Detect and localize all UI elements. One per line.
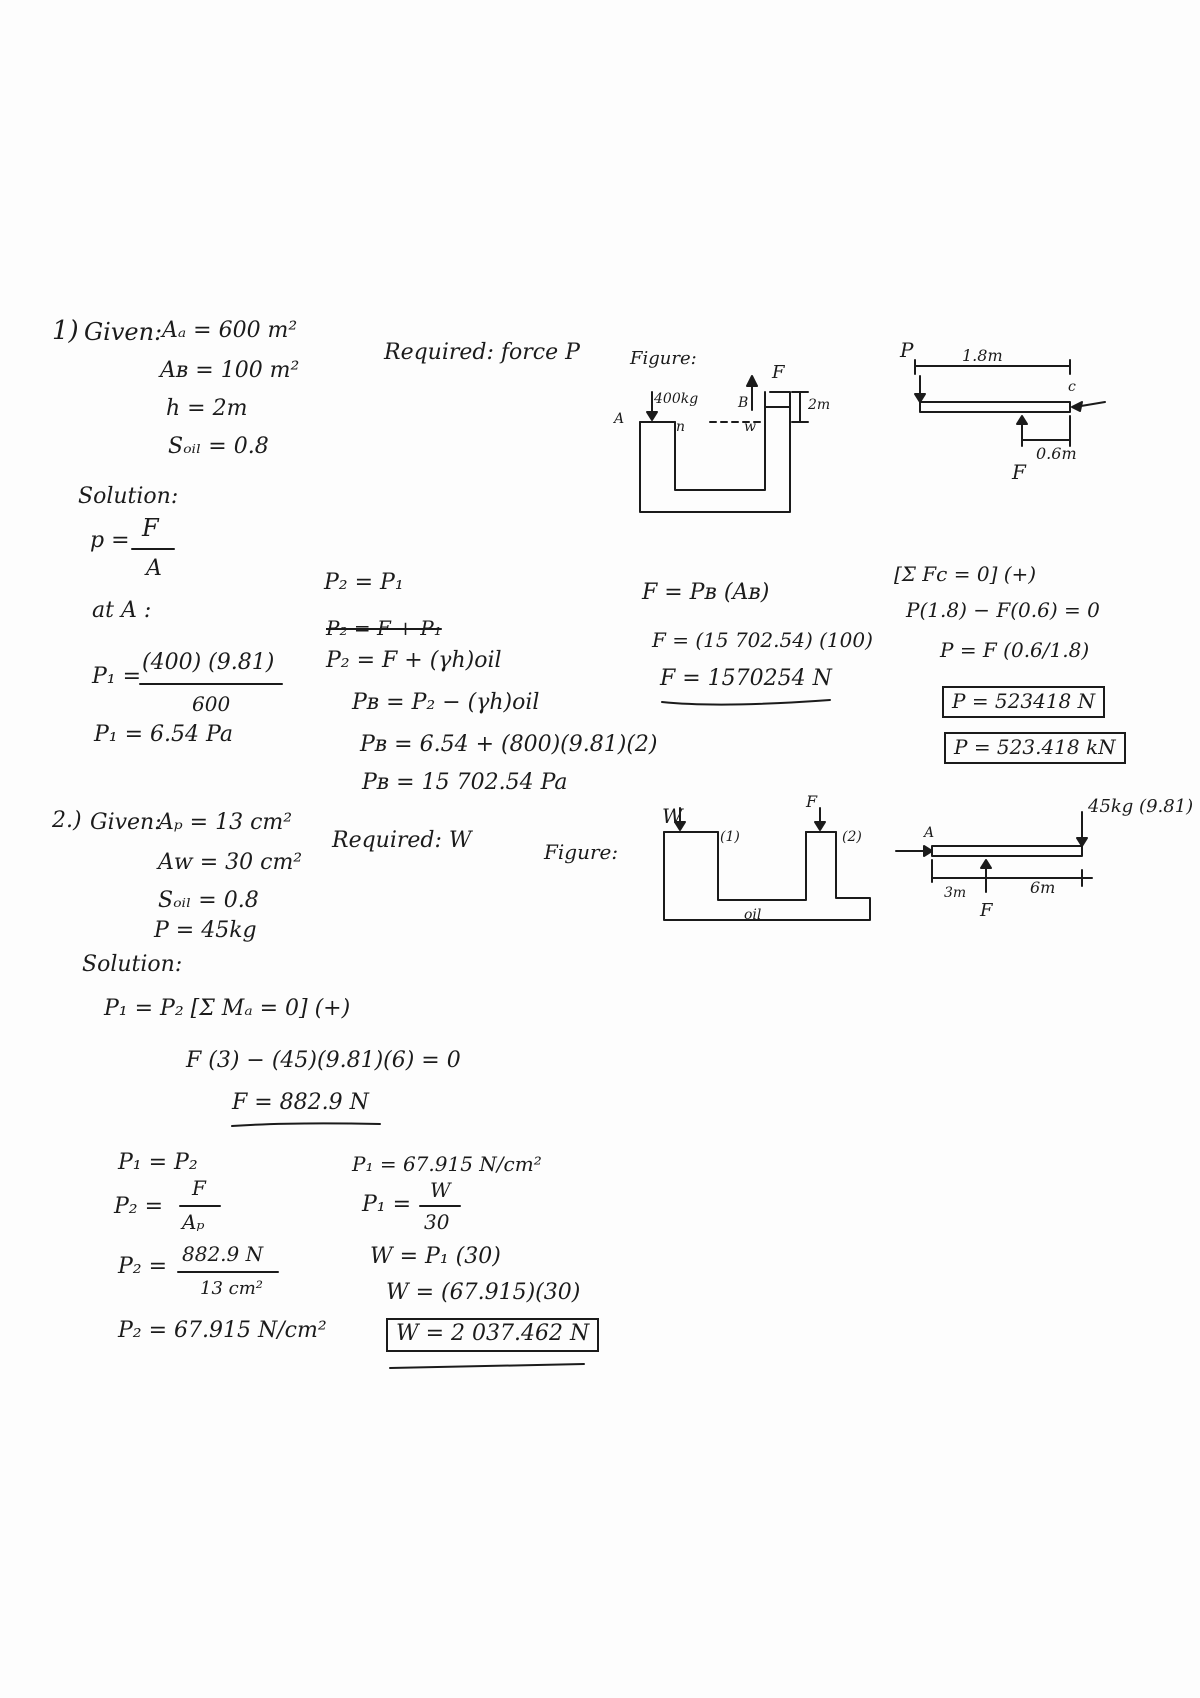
problem-1-p1-bar (139, 683, 283, 685)
problem-1-col3-line-2: F = (15 702.54) (100) (652, 628, 873, 652)
problem-1-u-tube-figure (639, 375, 809, 513)
problem-2-solution-line-2: F (3) − (45)(9.81)(6) = 0 (186, 1048, 461, 1073)
problem-1-figure-mark-n: n (676, 419, 686, 435)
problem-2-lever-3m: 3m (944, 885, 967, 901)
problem-1-lever-c: c (1068, 379, 1076, 395)
problem-1-lever-f: F (1012, 460, 1026, 484)
problem-2-col2-p1-bar (419, 1205, 461, 1207)
lever-2-bar (931, 845, 1083, 857)
problem-1-figure-force-f: F (772, 362, 785, 383)
problem-1-col2-line-1: P₂ = P₁ (324, 570, 404, 595)
problem-2-col2-line-4: W = (67.915)(30) (386, 1280, 581, 1305)
problem-2-figure-label: Figure: (544, 840, 619, 864)
problem-1-figure-point-a: A (614, 411, 625, 427)
problem-2-col1-result: P₂ = 67.915 N/cm² (118, 1318, 327, 1343)
problem-2-col1-p2b-lhs: P₂ = (118, 1254, 168, 1279)
problem-2-col1-p2b-num: 882.9 N (182, 1242, 264, 1266)
u-tube-2-outer (663, 831, 871, 921)
problem-2-col1-p2-bar (179, 1205, 221, 1207)
problem-1-lever-p: P (900, 338, 914, 362)
problem-2-lever-6m: 6m (1030, 878, 1056, 897)
problem-1-figure-label: Figure: (630, 348, 697, 369)
problem-2-given-ap: Aₚ = 13 cm² (158, 810, 293, 835)
u-tube-inner (674, 391, 766, 491)
problem-1-col4-line-3: P = F (0.6/1.8) (940, 638, 1090, 662)
problem-1-given-soil: Sₒᵢₗ = 0.8 (168, 434, 269, 459)
problem-2-solution-underline (231, 1122, 381, 1127)
problem-2-given-label: Given: (90, 810, 162, 835)
problem-2-lever-load: 45kg (9.81) (1088, 796, 1194, 817)
problem-2-col2-p1-lhs: P₁ = (362, 1192, 412, 1217)
problem-1-solution-label: Solution: (78, 484, 179, 509)
problem-1-col4-line-1: [Σ Fc = 0] (+) (894, 562, 1037, 586)
problem-2-solution-line-1: P₁ = P₂ [Σ Mₐ = 0] (+) (104, 996, 351, 1021)
problem-2-given-p: P = 45kg (154, 918, 257, 943)
problem-1-figure-mark-w: w (744, 419, 756, 435)
problem-2-col1-p2-lhs: P₂ = (114, 1194, 164, 1219)
problem-2-lever-figure (895, 811, 1093, 893)
problem-1-given-aa: Aₐ = 600 m² (162, 318, 298, 343)
problem-2-u-tube-figure (663, 807, 871, 921)
problem-1-p-formula-lhs: p = (90, 528, 130, 553)
problem-2-col1-p2b-den: 13 cm² (200, 1278, 263, 1299)
problem-1-answer-2: P = 523.418 kN (944, 732, 1126, 764)
problem-1-lever-arm: 0.6m (1036, 444, 1077, 463)
problem-1-figure-point-b: B (738, 395, 749, 411)
problem-2-col2-p1-num: W (430, 1178, 451, 1202)
problem-2-answer: W = 2 037.462 N (386, 1318, 600, 1352)
problem-1-col2-line-2: P₂ = F + P₁ (326, 616, 442, 640)
problem-2-lever-a: A (924, 825, 935, 841)
problem-2-required: Required: W (332, 828, 472, 853)
problem-1-p1-den: 600 (192, 692, 231, 716)
problem-1-given-ab: Aʙ = 100 m² (160, 358, 300, 383)
problem-2-figure-mark-2: (2) (842, 829, 862, 845)
problem-1-col4-line-2: P(1.8) − F(0.6) = 0 (906, 598, 1100, 622)
problem-1-given-label: Given: (84, 318, 163, 346)
problem-1-p1-lhs: P₁ = (92, 664, 142, 689)
problem-2-col1-p2b-bar (177, 1271, 279, 1273)
problem-1-col2-line-3: P₂ = F + (γh)oil (326, 648, 502, 673)
problem-1-col3-underline (661, 699, 831, 706)
problem-1-given-h: h = 2m (166, 396, 248, 421)
problem-2-figure-mark-1: (1) (720, 829, 740, 845)
problem-1-col3-line-1: F = Pʙ (Aʙ) (642, 580, 770, 605)
problem-2-given-aw: Aᴡ = 30 cm² (158, 850, 303, 875)
problem-2-number: 2.) (52, 808, 82, 833)
problem-2-answer-underline (389, 1363, 585, 1369)
problem-1-p-formula-num: F (142, 514, 159, 542)
problem-1-figure-height: 2m (808, 397, 831, 413)
problem-2-lever-f: F (980, 900, 993, 921)
problem-2-col2-line-3: W = P₁ (30) (370, 1244, 501, 1269)
problem-1-lever-figure (914, 359, 1106, 447)
problem-2-col2-p1-den: 30 (424, 1210, 450, 1234)
problem-1-p1-result: P₁ = 6.54 Pa (94, 722, 233, 747)
u-tube-2-inner (717, 831, 807, 901)
problem-2-col2-line-1: P₁ = 67.915 N/cm² (352, 1152, 542, 1176)
problem-2-col1-line-1: P₁ = P₂ (118, 1150, 198, 1175)
problem-2-col1-p2-den: Aₚ (182, 1210, 205, 1234)
lever-bar (919, 401, 1071, 413)
problem-1-col2-line-4: Pʙ = P₂ − (γh)oil (352, 690, 540, 715)
problem-1-p-formula-den: A (146, 556, 162, 581)
problem-1-required: Required: force P (384, 340, 580, 365)
problem-2-figure-oil: oil (744, 907, 762, 923)
u-tube-outer (639, 391, 791, 513)
problem-1-answer-1: P = 523418 N (942, 686, 1106, 718)
problem-1-p-formula-bar (131, 548, 175, 550)
problem-2-col1-p2-num: F (192, 1176, 206, 1200)
problem-2-given-soil: Sₒᵢₗ = 0.8 (158, 888, 259, 913)
problem-1-lever-length: 1.8m (962, 346, 1003, 365)
problem-1-col2-line-6: Pʙ = 15 702.54 Pa (362, 770, 568, 795)
problem-1-figure-mass: 400kg (654, 391, 699, 407)
problem-2-solution-line-3: F = 882.9 N (232, 1090, 369, 1115)
problem-1-p1-num: (400) (9.81) (142, 650, 275, 675)
problem-2-figure-w: W (662, 804, 683, 828)
problem-1-number: 1) (52, 316, 79, 346)
problem-2-solution-label: Solution: (82, 952, 183, 977)
problem-1-at-a: at A : (92, 598, 152, 623)
problem-2-figure-f: F (806, 792, 818, 811)
problem-1-col3-line-3: F = 1570254 N (660, 666, 832, 691)
problem-1-col2-line-5: Pʙ = 6.54 + (800)(9.81)(2) (360, 732, 658, 757)
